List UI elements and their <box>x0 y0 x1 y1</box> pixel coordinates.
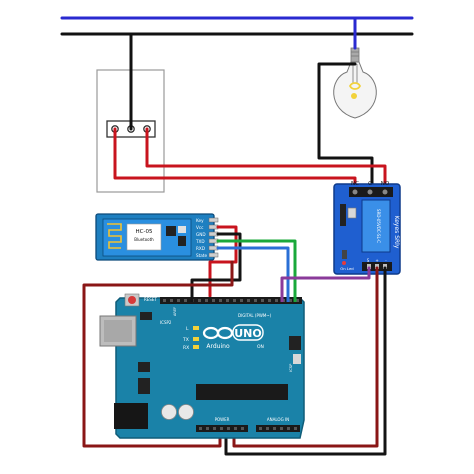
relay-terminal-nc <box>352 189 358 195</box>
bluetooth-module: HC-05 Bluetooth Key Vcc GND TXD RXD Stat… <box>95 213 219 261</box>
bt-pin-gnd: GND <box>196 232 206 237</box>
digital-pin-hole <box>268 299 271 302</box>
digital-pin-hole <box>226 299 229 302</box>
dc-power-jack <box>114 403 148 429</box>
relay-label-no: NO <box>381 181 390 187</box>
bt-pin-key: Key <box>196 218 204 223</box>
led-rx-label: RX <box>183 345 189 351</box>
light-bulb-icon <box>333 47 377 119</box>
digital-pin-hole <box>205 299 208 302</box>
wire-relay-vcc <box>232 266 379 448</box>
bottom-pin-hole <box>266 427 269 430</box>
power-label: POWER <box>215 417 230 422</box>
logo-uno: UNO <box>234 327 262 340</box>
bottom-pin-hole <box>227 427 230 430</box>
led-l-label: L <box>186 326 189 332</box>
digital-pin-hole <box>163 299 166 302</box>
wire-bulb-to-relay-c <box>317 62 374 190</box>
digital-pin-hole <box>275 299 278 302</box>
wire-bt-rxd <box>216 246 290 298</box>
digital-pin-hole <box>247 299 250 302</box>
digital-header <box>160 297 302 304</box>
bottom-pin-hole <box>241 427 244 430</box>
bottom-pin-hole <box>259 427 262 430</box>
infinity-logo-icon <box>202 326 234 340</box>
on-label: ON <box>257 344 264 350</box>
digital-pin-hole <box>212 299 215 302</box>
relay-label-plus: + <box>375 258 378 263</box>
bottom-pin-hole <box>220 427 223 430</box>
bottom-pin-hole <box>234 427 237 430</box>
bottom-pin-hole <box>199 427 202 430</box>
analog-label: ANALOG IN <box>267 417 289 422</box>
relay-chip-text: SRD-05VDC-SL-C <box>376 209 381 243</box>
bt-pin-state: State <box>196 253 208 258</box>
digital-pin-hole <box>289 299 292 302</box>
relay-label-c: C <box>368 181 372 187</box>
bottom-pin-hole <box>294 427 297 430</box>
digital-pin-hole <box>233 299 236 302</box>
icsp-label: ICSP <box>288 363 293 372</box>
bt-pin-rxd: RXD <box>196 246 205 251</box>
wire-bt-vcc <box>208 225 238 298</box>
bt-title: HC-05 <box>136 229 153 235</box>
wire-relay-gnd <box>224 266 387 456</box>
bt-pin-txd: TXD <box>195 239 205 244</box>
relay-side-text: Keyes SRly <box>393 216 400 249</box>
wire-relay-signal <box>280 266 371 298</box>
relay-terminal-c <box>367 189 373 195</box>
reset-label: RESET <box>144 297 157 302</box>
digital-pin-hole <box>177 299 180 302</box>
digital-pin-hole <box>219 299 222 302</box>
analog-header <box>256 425 300 432</box>
relay-terminal-no <box>382 189 388 195</box>
atmega-chip <box>196 384 288 400</box>
digital-pin-hole <box>296 299 299 302</box>
bottom-pin-hole <box>280 427 283 430</box>
bt-pin-vcc: Vcc <box>196 225 204 230</box>
relay-label-s: S <box>367 258 370 263</box>
arduino-uno-board: RESET ICSP2 AREF DIGITAL (PWM~) L TX RX … <box>99 293 305 439</box>
icsp2-label: ICSP2 <box>160 320 172 325</box>
relay-label-minus: - <box>385 258 387 263</box>
wire-switch-to-relay-no <box>145 127 387 190</box>
relay-label-onled: On Led <box>340 266 354 271</box>
relay-label-nc: NC <box>351 181 359 187</box>
led-tx-label: TX <box>182 337 189 343</box>
wire-arduino-5v-loop <box>82 260 234 448</box>
aref-label: AREF <box>173 307 177 316</box>
wire-switch-to-relay-nc <box>113 127 357 190</box>
bt-subtitle: Bluetooth <box>134 237 154 242</box>
header-wire-ends <box>190 296 297 302</box>
bottom-pin-hole <box>206 427 209 430</box>
digital-pin-hole <box>170 299 173 302</box>
digital-pin-hole <box>240 299 243 302</box>
bottom-pin-hole <box>287 427 290 430</box>
relay-module: NC C NO SRD-05VDC-SL-C Keyes SRly On Led… <box>333 181 401 275</box>
digital-pin-hole <box>184 299 187 302</box>
logo-brand: Arduino <box>206 343 230 350</box>
digital-pin-hole <box>198 299 201 302</box>
digital-label: DIGITAL (PWM~) <box>238 313 272 318</box>
bottom-pin-hole <box>213 427 216 430</box>
digital-pin-hole <box>254 299 257 302</box>
digital-pin-hole <box>261 299 264 302</box>
bottom-pin-hole <box>273 427 276 430</box>
